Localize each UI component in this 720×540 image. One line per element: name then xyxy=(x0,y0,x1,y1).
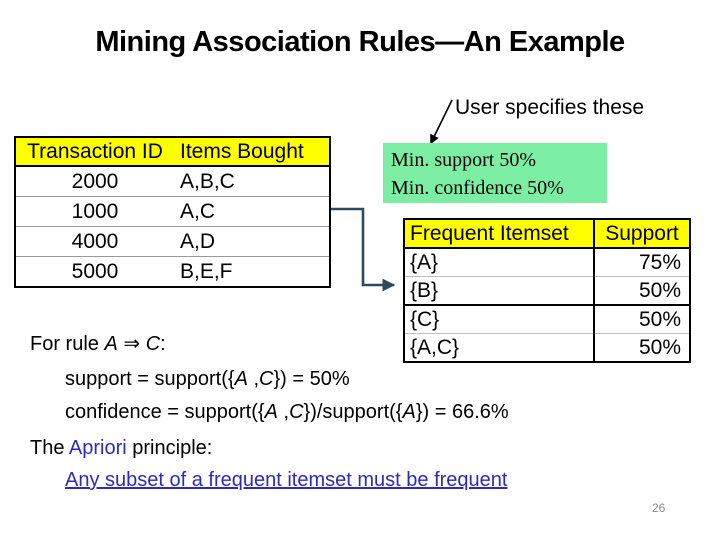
frequent-subset-statement: Any subset of a frequent itemset must be… xyxy=(65,469,508,491)
support-cell: 75% xyxy=(594,248,690,277)
table-row: {A} 75% xyxy=(404,248,690,277)
support-pre: support = support({ xyxy=(65,368,235,390)
frequent-header-row: Frequent Itemset Support xyxy=(404,219,690,249)
table-row: {B} 50% xyxy=(404,276,690,306)
support-post: }) = 50% xyxy=(273,368,350,390)
min-confidence-line: Min. confidence 50% xyxy=(391,177,564,199)
itemset-cell: {A,C} xyxy=(404,333,595,362)
implies-arrow-icon: ⇒ xyxy=(117,333,146,355)
table-row: 1000 A,C xyxy=(15,196,330,227)
support-comma: , xyxy=(247,368,260,390)
support-var-c: C xyxy=(259,368,274,390)
itemset-cell: {B} xyxy=(404,276,595,306)
rule-var-c: C xyxy=(145,333,161,355)
items-bought-cell: A,B,C xyxy=(174,166,330,197)
annotation-arrow-icon xyxy=(430,99,453,145)
confidence-formula-line: confidence = support({A ,C})/support({A}… xyxy=(65,401,509,424)
transactions-header-row: Transaction ID Items Bought xyxy=(15,137,330,167)
rule-var-a: A xyxy=(104,333,118,355)
transaction-id-cell: 2000 xyxy=(15,166,174,197)
support-cell: 50% xyxy=(638,335,681,359)
apriori-term: Apriori xyxy=(68,437,127,459)
support-formula-line: support = support({A ,C}) = 50% xyxy=(65,368,350,391)
slide-title: Mining Association Rules—An Example xyxy=(95,26,625,58)
table-row: 4000 A,D xyxy=(15,226,330,257)
table-row: {C} 50% xyxy=(404,305,690,334)
support-var-a: A xyxy=(234,368,248,390)
column-header-items-bought: Items Bought xyxy=(174,137,330,167)
transactions-table: Transaction ID Items Bought 2000 A,B,C 1… xyxy=(14,136,331,288)
table-connector-arrow-icon xyxy=(331,207,396,292)
confidence-var-c: C xyxy=(289,401,304,423)
confidence-pre: confidence = support({ xyxy=(65,401,265,423)
itemset-cell: {C} xyxy=(404,305,595,334)
apriori-pre: The xyxy=(30,437,69,459)
frequent-itemset-table: Frequent Itemset Support {A} 75% {B} 50%… xyxy=(403,218,691,363)
table-row: 5000 B,E,F xyxy=(15,257,330,288)
items-bought-cell: A,D xyxy=(174,226,330,257)
rule-intro-colon: : xyxy=(160,333,166,355)
confidence-mid: })/support({ xyxy=(303,401,403,423)
transaction-id-cell: 4000 xyxy=(15,226,174,257)
column-header-support: Support xyxy=(594,219,690,249)
apriori-principle-line: The Apriori principle: xyxy=(30,437,212,460)
itemset-cell: {A} xyxy=(404,248,595,277)
items-bought-cell: A,C xyxy=(174,196,330,227)
rule-intro-pre: For rule xyxy=(30,333,105,355)
column-header-frequent-itemset: Frequent Itemset xyxy=(404,219,595,249)
support-cell: 50% xyxy=(594,276,690,306)
table-row: {A,C} 50% xyxy=(404,333,690,362)
transaction-id-cell: 5000 xyxy=(71,259,119,283)
annotation-user-specifies: User specifies these xyxy=(455,96,645,119)
min-thresholds-box: Min. support 50% Min. confidence 50% xyxy=(383,143,607,203)
min-support-line: Min. support 50% xyxy=(391,149,536,171)
confidence-var-a: A xyxy=(264,401,278,423)
items-bought-cell: B,E,F xyxy=(180,259,233,283)
support-cell: 50% xyxy=(594,305,690,334)
confidence-var-a2: A xyxy=(402,401,416,423)
rule-intro-line: For rule A ⇒ C: xyxy=(30,331,166,356)
confidence-comma: , xyxy=(277,401,290,423)
confidence-post: }) = 66.6% xyxy=(415,401,509,423)
transaction-id-cell: 1000 xyxy=(15,196,174,227)
table-row: 2000 A,B,C xyxy=(15,166,330,197)
column-header-transaction-id: Transaction ID xyxy=(15,137,174,167)
page-number: 26 xyxy=(652,501,666,515)
apriori-post: principle: xyxy=(126,437,213,459)
